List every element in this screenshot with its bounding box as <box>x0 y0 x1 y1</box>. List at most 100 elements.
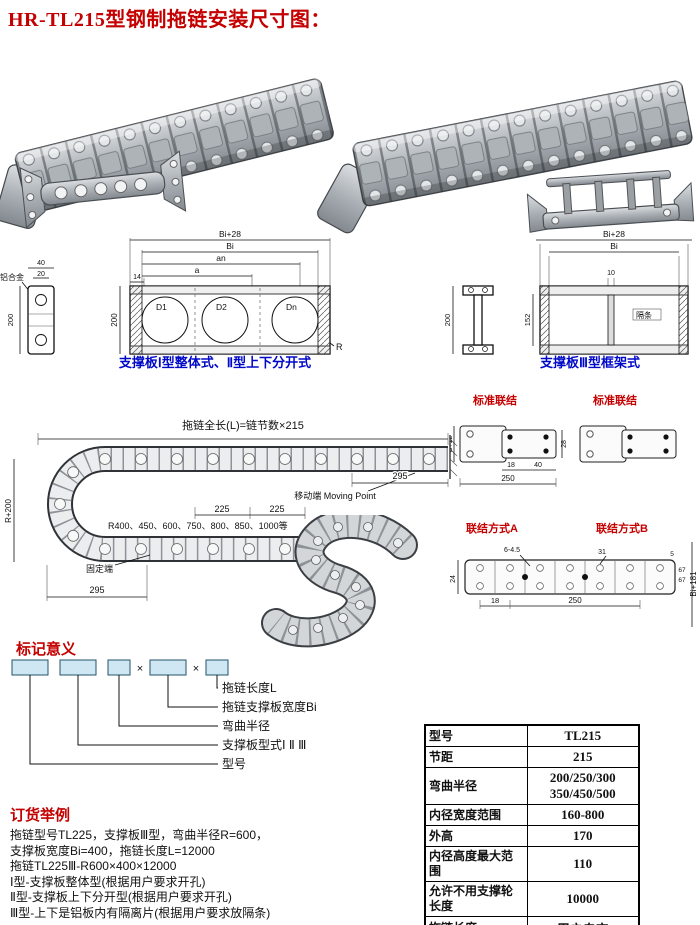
table-row: 内径高度最大范围 110 <box>424 846 640 882</box>
cross-section-type1-2-drawing: Bi+28 Bi an a 14 40 20 200 200 铝合金 D1 <box>0 229 343 355</box>
spec-value: 215 <box>526 746 640 768</box>
spec-label: 拖链长度 <box>424 916 528 925</box>
spec-label: 外高 <box>424 825 528 847</box>
dim-18: 18 <box>507 462 515 469</box>
dim-40: 40 <box>534 462 542 469</box>
dim-152: 152 <box>523 314 532 327</box>
cross-section-type3-drawing: Bi+28 Bi 10 200 152 隔条 <box>445 229 692 355</box>
spec-value: 用户自定 <box>526 916 640 925</box>
spec-value: 10000 <box>526 881 640 917</box>
table-row: 外高 170 <box>424 825 640 847</box>
dim-67-a: 67 <box>678 567 686 574</box>
spec-label: 允许不用支撑轮长度 <box>424 881 528 917</box>
extension-lines <box>539 244 689 286</box>
dim-10: 10 <box>607 270 615 277</box>
dim-14: 14 <box>133 274 141 281</box>
dim-18-b: 18 <box>491 596 499 605</box>
table-row: 允许不用支撑轮长度 10000 <box>424 881 640 917</box>
dim-d2: D2 <box>216 302 227 312</box>
marking-heading: 标记意义 <box>16 641 77 658</box>
order-line: 支撑板宽度Bi=400，拖链长度L=12000 <box>10 843 215 858</box>
table-row: 弯曲半径 200/250/300 350/450/500 <box>424 767 640 805</box>
photo-support-bracket-left <box>19 150 187 229</box>
photo-curved-chain <box>261 515 418 648</box>
caption-type1-2: 支撑板Ⅰ型整体式、Ⅱ型上下分开式 <box>118 355 312 370</box>
joint-method-a-label: 联结方式A <box>466 521 518 535</box>
connection-drawings: 标准联结 标准联结 B+12 28 18 40 250 联结方式A <box>450 393 698 627</box>
dim-b12: B+12 <box>450 436 454 453</box>
times-sign-2: × <box>193 663 199 675</box>
frame-cross-section <box>539 285 689 355</box>
order-line: Ⅱ型-支撑板上下分开型(根据用户要求开孔) <box>10 890 232 904</box>
marking-boxes <box>11 659 229 676</box>
dim-28: 28 <box>561 440 568 448</box>
dim-r-plus-200: R+200 <box>4 499 13 523</box>
product-photos <box>0 78 695 234</box>
standard-joint-label-a: 标准联结 <box>472 393 517 407</box>
joint-method-drawing <box>457 542 693 627</box>
dimension-lines <box>452 239 692 354</box>
dimension-lines <box>37 433 458 479</box>
order-heading: 订货举例 <box>10 807 71 824</box>
table-row: 拖链长度 用户自定 <box>424 916 640 925</box>
chain-cross-section <box>129 285 331 355</box>
order-line: Ⅲ型-上下是铝板内有隔离片(根据用户要求放隔条) <box>10 905 271 920</box>
dim-200-main: 200 <box>110 313 119 327</box>
moving-point-label: 移动端 Moving Point <box>294 490 376 501</box>
spec-value: 110 <box>526 846 640 882</box>
marking-label: 弯曲半径 <box>222 718 270 733</box>
dim-bi28: Bi+28 <box>603 229 625 239</box>
order-example-section: 订货举例 拖链型号TL225，支撑板Ⅲ型，弯曲半径R=600， 支撑板宽度Bi=… <box>10 804 420 921</box>
spec-value: 170 <box>526 825 640 847</box>
marking-label: 支撑板型式Ⅰ Ⅱ Ⅲ <box>222 737 306 752</box>
table-row: 型号 TL215 <box>424 724 640 747</box>
dim-24: 24 <box>450 575 457 583</box>
times-sign-1: × <box>137 663 143 675</box>
chain-path <box>47 446 448 562</box>
i-beam-link-part <box>462 285 494 355</box>
bend-radii-label: R400、450、600、750、800、850、1000等 <box>108 520 288 531</box>
spacer-bar-label: 隔条 <box>636 310 652 320</box>
dim-a: a <box>195 265 200 275</box>
dim-bi: Bi <box>610 241 618 251</box>
dimension-lines <box>13 459 449 601</box>
standard-joint-drawing-left <box>453 425 563 487</box>
total-length-label: 拖链全长(L)=链节数×215 <box>182 418 304 432</box>
dim-dn: Dn <box>286 302 297 312</box>
joint-method-b-label: 联结方式B <box>596 521 648 535</box>
dim-67-b: 67 <box>678 577 686 584</box>
dim-holes: 6-4.5 <box>504 547 520 554</box>
spec-value: 160-800 <box>526 804 640 826</box>
dim-an: an <box>216 253 226 263</box>
dim-200: 200 <box>445 314 452 327</box>
dim-225-b: 225 <box>269 504 284 514</box>
spec-label: 节距 <box>424 746 528 768</box>
caption-type3: 支撑板Ⅲ型框架式 <box>540 355 640 370</box>
dim-250-b: 250 <box>568 596 582 605</box>
dim-bi181: Bi+181 <box>689 571 698 597</box>
dim-5: 5 <box>670 551 674 558</box>
table-row: 节距 215 <box>424 746 640 768</box>
order-line: Ⅰ型-支撑板整体型(根据用户要求开孔) <box>10 874 206 889</box>
spec-label: 型号 <box>424 724 528 747</box>
dim-bi28: Bi+28 <box>219 229 241 239</box>
photo-chain-assembly-right <box>317 80 693 234</box>
marking-label: 拖链支撑板宽度Bi <box>222 699 317 714</box>
dim-r: R <box>336 342 343 352</box>
spec-label: 内径高度最大范围 <box>424 846 528 882</box>
order-line: 拖链型号TL225，支撑板Ⅲ型，弯曲半径R=600， <box>10 828 268 842</box>
dim-200-part: 200 <box>6 314 15 327</box>
standard-joint-drawing-right <box>579 425 677 463</box>
marking-label: 型号 <box>222 757 246 771</box>
extension-lines <box>129 238 331 286</box>
dim-295-bottom: 295 <box>89 585 104 595</box>
table-row: 内径宽度范围 160-800 <box>424 804 640 826</box>
dim-250: 250 <box>501 474 515 483</box>
bend-layout-diagram: 拖链全长(L)=链节数×215 <box>3 418 458 601</box>
spec-label: 弯曲半径 <box>424 767 528 805</box>
photo-frame-bracket-right <box>526 170 695 233</box>
dim-bi: Bi <box>226 241 234 251</box>
fixed-end-label: 固定端 <box>86 563 113 574</box>
marking-diagram: × × 拖链长度L 拖链支撑板宽度Bi 弯曲半径 支撑板型式Ⅰ Ⅱ Ⅲ 型号 <box>11 659 317 771</box>
